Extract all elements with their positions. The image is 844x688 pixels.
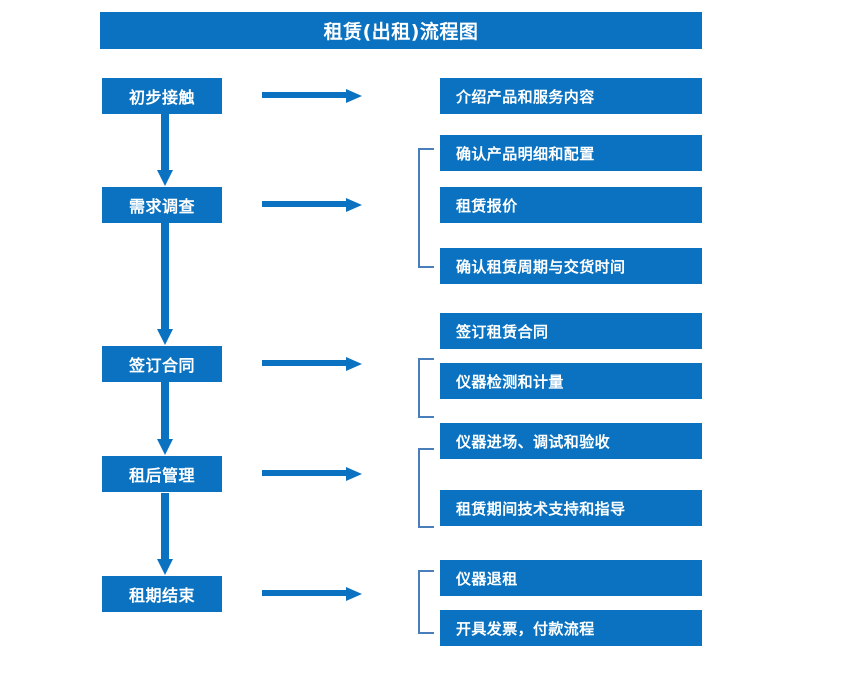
stage-box-2[interactable]: 需求调查: [102, 187, 222, 223]
detail-box-5[interactable]: 签订租赁合同: [440, 313, 702, 349]
stage-box-3[interactable]: 签订合同: [102, 346, 222, 382]
detail-box-7[interactable]: 仪器进场、调试和验收: [440, 423, 702, 459]
horizontal-arrow-right-5: [262, 583, 362, 605]
horizontal-arrow-right-3: [262, 353, 362, 375]
vertical-arrow-down-1: [154, 114, 176, 186]
detail-box-1[interactable]: 介绍产品和服务内容: [440, 78, 702, 114]
page-title: 租赁(出租)流程图: [100, 12, 702, 49]
detail-box-10[interactable]: 开具发票，付款流程: [440, 610, 702, 646]
detail-box-6[interactable]: 仪器检测和计量: [440, 363, 702, 399]
vertical-arrow-down-2: [154, 223, 176, 345]
group-bracket-3: [418, 358, 434, 418]
group-bracket-2: [418, 148, 434, 268]
stage-box-4[interactable]: 租后管理: [102, 456, 222, 492]
detail-box-8[interactable]: 租赁期间技术支持和指导: [440, 490, 702, 526]
group-bracket-4: [418, 448, 434, 528]
horizontal-arrow-right-4: [262, 463, 362, 485]
stage-box-1[interactable]: 初步接触: [102, 78, 222, 114]
detail-box-4[interactable]: 确认租赁周期与交货时间: [440, 248, 702, 284]
detail-box-2[interactable]: 确认产品明细和配置: [440, 135, 702, 171]
vertical-arrow-down-3: [154, 382, 176, 455]
group-bracket-5: [418, 570, 434, 634]
detail-box-9[interactable]: 仪器退租: [440, 560, 702, 596]
stage-box-5[interactable]: 租期结束: [102, 576, 222, 612]
horizontal-arrow-right-2: [262, 194, 362, 216]
vertical-arrow-down-4: [154, 493, 176, 575]
detail-box-3[interactable]: 租赁报价: [440, 187, 702, 223]
horizontal-arrow-right-1: [262, 85, 362, 107]
